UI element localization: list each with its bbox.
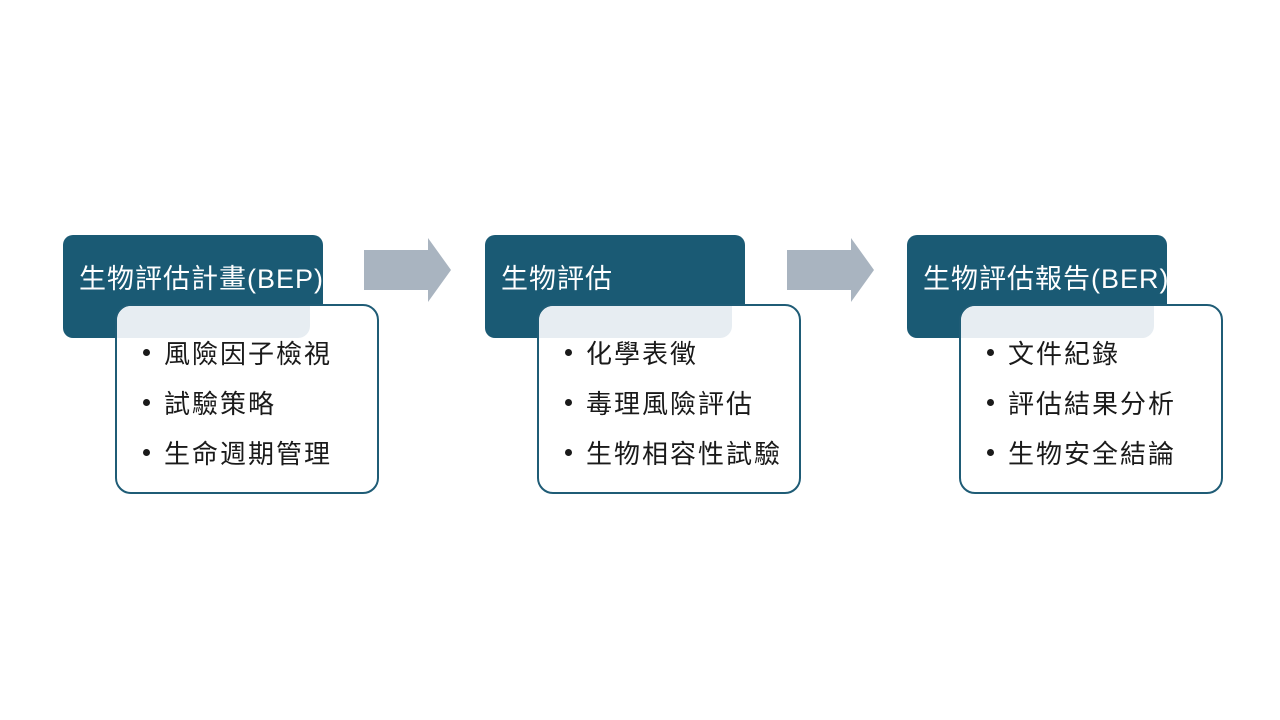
step-title: 生物評估計畫(BEP): [79, 264, 325, 294]
bullet-list: 風險因子檢視 試驗策略 生命週期管理: [117, 327, 377, 477]
header-tint-strip: [961, 306, 1154, 338]
bullet-icon: [143, 398, 150, 406]
bullet-icon: [987, 348, 994, 356]
list-item: 生命週期管理: [117, 427, 377, 477]
list-item-text: 評估結果分析: [1008, 388, 1177, 419]
list-item: 評估結果分析: [961, 377, 1221, 427]
list-item: 風險因子檢視: [117, 327, 377, 377]
list-item-text: 生物安全結論: [1008, 438, 1177, 469]
list-item: 化學表徵: [539, 327, 799, 377]
right-block-arrow-icon: [364, 238, 451, 302]
list-item-text: 毒理風險評估: [586, 388, 755, 419]
step-content-box: 文件紀錄 評估結果分析 生物安全結論: [959, 304, 1223, 494]
step-title: 生物評估報告(BER): [923, 264, 1170, 294]
list-item: 毒理風險評估: [539, 377, 799, 427]
list-item: 生物安全結論: [961, 427, 1221, 477]
bullet-icon: [987, 398, 994, 406]
header-tint-strip: [539, 306, 732, 338]
header-tint-strip: [117, 306, 310, 338]
list-item-text: 試驗策略: [164, 388, 277, 419]
list-item-text: 文件紀錄: [1008, 338, 1121, 369]
list-item: 生物相容性試驗: [539, 427, 799, 477]
list-item-text: 化學表徵: [586, 338, 699, 369]
right-block-arrow-icon: [787, 238, 874, 302]
bullet-icon: [565, 348, 572, 356]
list-item: 試驗策略: [117, 377, 377, 427]
bullet-list: 化學表徵 毒理風險評估 生物相容性試驗: [539, 327, 799, 477]
bullet-icon: [565, 398, 572, 406]
bullet-icon: [565, 448, 572, 456]
bullet-list: 文件紀錄 評估結果分析 生物安全結論: [961, 327, 1221, 477]
bullet-icon: [987, 448, 994, 456]
bullet-icon: [143, 348, 150, 356]
step-title: 生物評估: [501, 264, 613, 294]
list-item-text: 生物相容性試驗: [586, 438, 783, 469]
bullet-icon: [143, 448, 150, 456]
list-item-text: 風險因子檢視: [164, 338, 333, 369]
list-item-text: 生命週期管理: [164, 438, 333, 469]
step-content-box: 化學表徵 毒理風險評估 生物相容性試驗: [537, 304, 801, 494]
step-content-box: 風險因子檢視 試驗策略 生命週期管理: [115, 304, 379, 494]
list-item: 文件紀錄: [961, 327, 1221, 377]
